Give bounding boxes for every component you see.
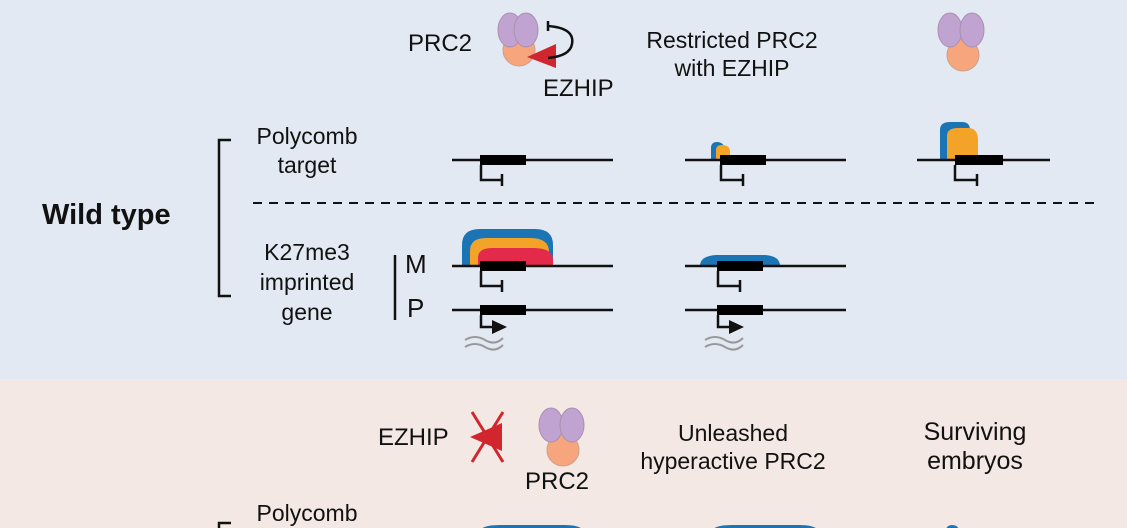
unleashed-prc2-label: Unleashed hyperactive PRC2: [640, 420, 826, 474]
prc2-complex: [937, 12, 985, 72]
ezhip-label: EZHIP: [543, 75, 614, 102]
mutant-bracket: [217, 521, 231, 528]
gene-imprinted-p-col2: [685, 305, 846, 351]
mark-mutant-col1: [482, 525, 581, 528]
surviving-embryos-label: Surviving embryos: [923, 418, 1027, 475]
prc2-complex: [538, 407, 585, 467]
gene-polycomb-col1: [452, 155, 613, 186]
restricted-prc2-label: Restricted PRC2 with EZHIP: [646, 27, 818, 81]
prc2-label: PRC2: [408, 30, 473, 57]
wild-type-title: Wild type: [42, 199, 171, 231]
wild-type-bracket: [217, 138, 231, 298]
gene-polycomb-col3: [917, 122, 1050, 186]
gene-imprinted-p-col1: [452, 305, 613, 351]
ezhip-inhibition-arrow: [527, 21, 574, 68]
prc2-label-mutant: PRC2: [525, 468, 590, 495]
gene-imprinted-m-col1: [452, 229, 613, 292]
imprinted-gene-label: K27me3 imprinted gene: [259, 239, 355, 325]
mark-mutant-col2: [714, 525, 816, 528]
paternal-allele-label: P: [407, 293, 425, 323]
mark-mutant-col3: [946, 525, 959, 528]
ezhip-deleted-icon: [470, 411, 505, 463]
prc2-complex: [497, 12, 539, 67]
gene-imprinted-m-col2: [685, 255, 846, 292]
ezhip-label-mutant: EZHIP: [378, 424, 449, 451]
gene-polycomb-col2: [685, 142, 846, 186]
polycomb-label-mutant: Polycomb: [256, 500, 358, 526]
wild-type-panel: [0, 0, 1127, 379]
polycomb-target-label: Polycomb target: [256, 123, 358, 178]
maternal-allele-label: M: [405, 249, 427, 279]
